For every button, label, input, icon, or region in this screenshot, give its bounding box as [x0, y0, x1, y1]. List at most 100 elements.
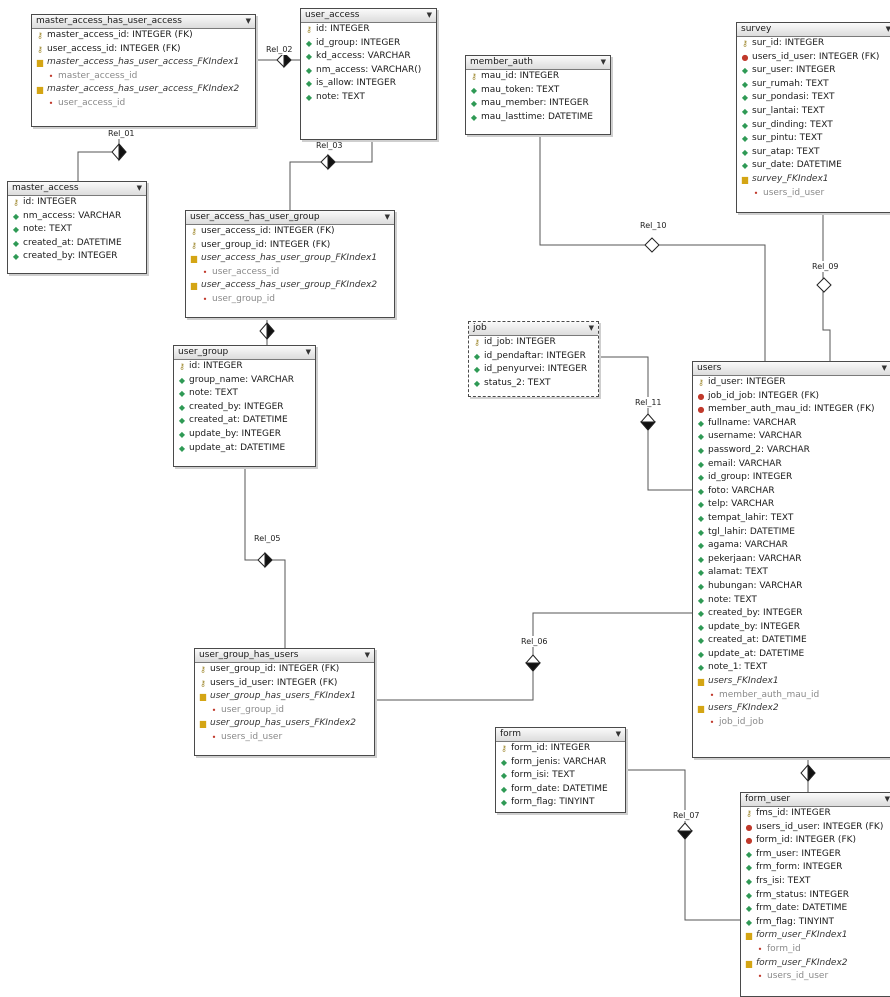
table-column[interactable]: ⚷id: INTEGER — [8, 196, 146, 210]
table-index[interactable]: ▆form_user_FKIndex2 — [741, 957, 890, 971]
table-column[interactable]: ◆frs_isi: TEXT — [741, 875, 890, 889]
collapse-arrow-icon[interactable]: ▼ — [305, 348, 311, 356]
table-column[interactable]: ◆nm_access: VARCHAR() — [301, 64, 436, 78]
table-column[interactable]: ◆email: VARCHAR — [693, 458, 890, 472]
collapse-arrow-icon[interactable]: ▼ — [245, 17, 251, 25]
table-column[interactable]: ⚷id_user: INTEGER — [693, 376, 890, 390]
table-column[interactable]: ◆group_name: VARCHAR — [174, 374, 315, 388]
table-column[interactable]: ◆sur_pintu: TEXT — [737, 132, 890, 146]
table-title[interactable]: users▼ — [693, 362, 890, 376]
table-column[interactable]: ●job_id_job: INTEGER (FK) — [693, 390, 890, 404]
table-column[interactable]: ⚷user_group_id: INTEGER (FK) — [195, 663, 374, 677]
table-column[interactable]: ◆tempat_lahir: TEXT — [693, 512, 890, 526]
table-column[interactable]: ◆update_at: DATETIME — [693, 648, 890, 662]
table-column[interactable]: ◆sur_lantai: TEXT — [737, 105, 890, 119]
table-title[interactable]: member_auth▼ — [466, 56, 610, 70]
table-column[interactable]: ◆update_by: INTEGER — [174, 428, 315, 442]
index-column[interactable]: •users_id_user — [741, 970, 890, 984]
table-title[interactable]: user_access_has_user_group▼ — [186, 211, 394, 225]
table-column[interactable]: ⚷form_id: INTEGER — [496, 742, 625, 756]
table-column[interactable]: ⚷users_id_user: INTEGER (FK) — [195, 677, 374, 691]
table-column[interactable]: ◆created_by: INTEGER — [8, 250, 146, 264]
table-column[interactable]: ◆note: TEXT — [693, 594, 890, 608]
table-index[interactable]: ▆users_FKIndex1 — [693, 675, 890, 689]
table-column[interactable]: ◆is_allow: INTEGER — [301, 77, 436, 91]
table-column[interactable]: ◆id_group: INTEGER — [301, 37, 436, 51]
index-column[interactable]: •member_auth_mau_id — [693, 689, 890, 703]
table-column[interactable]: ◆created_at: DATETIME — [693, 634, 890, 648]
table-title[interactable]: form_user▼ — [741, 793, 890, 807]
table-form[interactable]: form▼⚷form_id: INTEGER◆form_jenis: VARCH… — [495, 727, 626, 813]
table-column[interactable]: ⚷user_group_id: INTEGER (FK) — [186, 239, 394, 253]
table-column[interactable]: ◆nm_access: VARCHAR — [8, 210, 146, 224]
table-column[interactable]: ◆id_penyurvei: INTEGER — [469, 363, 598, 377]
table-column[interactable]: ◆frm_status: INTEGER — [741, 889, 890, 903]
index-column[interactable]: •user_group_id — [195, 704, 374, 718]
table-column[interactable]: ◆note: TEXT — [301, 91, 436, 105]
index-column[interactable]: •user_access_id — [32, 97, 255, 111]
table-user-access-has-user-group[interactable]: user_access_has_user_group▼⚷user_access_… — [185, 210, 395, 318]
table-column[interactable]: ⚷master_access_id: INTEGER (FK) — [32, 29, 255, 43]
table-column[interactable]: ●users_id_user: INTEGER (FK) — [741, 821, 890, 835]
table-title[interactable]: user_group▼ — [174, 346, 315, 360]
table-column[interactable]: ⚷user_access_id: INTEGER (FK) — [186, 225, 394, 239]
table-column[interactable]: ◆update_at: DATETIME — [174, 442, 315, 456]
table-index[interactable]: ▆master_access_has_user_access_FKIndex2 — [32, 83, 255, 97]
table-column[interactable]: ◆frm_form: INTEGER — [741, 861, 890, 875]
table-job[interactable]: job▼⚷id_job: INTEGER◆id_pendaftar: INTEG… — [468, 321, 599, 397]
collapse-arrow-icon[interactable]: ▼ — [426, 11, 432, 19]
table-column[interactable]: ⚷mau_id: INTEGER — [466, 70, 610, 84]
collapse-arrow-icon[interactable]: ▼ — [615, 730, 621, 738]
index-column[interactable]: •user_group_id — [186, 293, 394, 307]
table-column[interactable]: ◆frm_flag: TINYINT — [741, 916, 890, 930]
table-column[interactable]: ◆frm_user: INTEGER — [741, 848, 890, 862]
table-column[interactable]: ◆sur_user: INTEGER — [737, 64, 890, 78]
collapse-arrow-icon[interactable]: ▼ — [881, 364, 887, 372]
table-index[interactable]: ▆users_FKIndex2 — [693, 702, 890, 716]
table-column[interactable]: ◆update_by: INTEGER — [693, 621, 890, 635]
table-column[interactable]: ◆created_by: INTEGER — [693, 607, 890, 621]
table-title[interactable]: job▼ — [469, 322, 598, 336]
table-column[interactable]: ◆mau_lasttime: DATETIME — [466, 111, 610, 125]
table-column[interactable]: ◆tgl_lahir: DATETIME — [693, 526, 890, 540]
table-form-user[interactable]: form_user▼⚷fms_id: INTEGER●users_id_user… — [740, 792, 890, 997]
index-column[interactable]: •form_id — [741, 943, 890, 957]
table-column[interactable]: ◆frm_date: DATETIME — [741, 902, 890, 916]
index-column[interactable]: •users_id_user — [737, 187, 890, 201]
table-column[interactable]: ◆foto: VARCHAR — [693, 485, 890, 499]
table-column[interactable]: ◆alamat: TEXT — [693, 566, 890, 580]
table-title[interactable]: user_group_has_users▼ — [195, 649, 374, 663]
table-column[interactable]: ◆sur_atap: TEXT — [737, 146, 890, 160]
table-master-access[interactable]: master_access▼⚷id: INTEGER◆nm_access: VA… — [7, 181, 147, 274]
collapse-arrow-icon[interactable]: ▼ — [600, 58, 606, 66]
table-index[interactable]: ▆user_access_has_user_group_FKIndex1 — [186, 252, 394, 266]
table-column[interactable]: ●form_id: INTEGER (FK) — [741, 834, 890, 848]
table-column[interactable]: ◆status_2: TEXT — [469, 377, 598, 391]
table-column[interactable]: ●member_auth_mau_id: INTEGER (FK) — [693, 403, 890, 417]
table-index[interactable]: ▆master_access_has_user_access_FKIndex1 — [32, 56, 255, 70]
table-column[interactable]: ⚷id: INTEGER — [174, 360, 315, 374]
table-column[interactable]: ◆created_at: DATETIME — [8, 237, 146, 251]
table-column[interactable]: ◆form_flag: TINYINT — [496, 796, 625, 810]
table-column[interactable]: ⚷id: INTEGER — [301, 23, 436, 37]
table-column[interactable]: ⚷user_access_id: INTEGER (FK) — [32, 43, 255, 57]
index-column[interactable]: •users_id_user — [195, 731, 374, 745]
table-column[interactable]: ◆sur_dinding: TEXT — [737, 119, 890, 133]
collapse-arrow-icon[interactable]: ▼ — [588, 324, 594, 332]
table-index[interactable]: ▆form_user_FKIndex1 — [741, 929, 890, 943]
table-column[interactable]: ◆hubungan: VARCHAR — [693, 580, 890, 594]
table-users[interactable]: users▼⚷id_user: INTEGER●job_id_job: INTE… — [692, 361, 890, 758]
table-title[interactable]: form▼ — [496, 728, 625, 742]
table-index[interactable]: ▆survey_FKIndex1 — [737, 173, 890, 187]
table-user-access[interactable]: user_access▼⚷id: INTEGER◆id_group: INTEG… — [300, 8, 437, 140]
table-title[interactable]: master_access_has_user_access▼ — [32, 15, 255, 29]
table-column[interactable]: ◆kd_access: VARCHAR — [301, 50, 436, 64]
table-column[interactable]: ◆telp: VARCHAR — [693, 498, 890, 512]
index-column[interactable]: •user_access_id — [186, 266, 394, 280]
table-column[interactable]: ⚷fms_id: INTEGER — [741, 807, 890, 821]
table-column[interactable]: ⚷id_job: INTEGER — [469, 336, 598, 350]
table-column[interactable]: ◆sur_rumah: TEXT — [737, 78, 890, 92]
table-column[interactable]: ◆sur_date: DATETIME — [737, 159, 890, 173]
collapse-arrow-icon[interactable]: ▼ — [136, 184, 142, 192]
table-user-group[interactable]: user_group▼⚷id: INTEGER◆group_name: VARC… — [173, 345, 316, 467]
